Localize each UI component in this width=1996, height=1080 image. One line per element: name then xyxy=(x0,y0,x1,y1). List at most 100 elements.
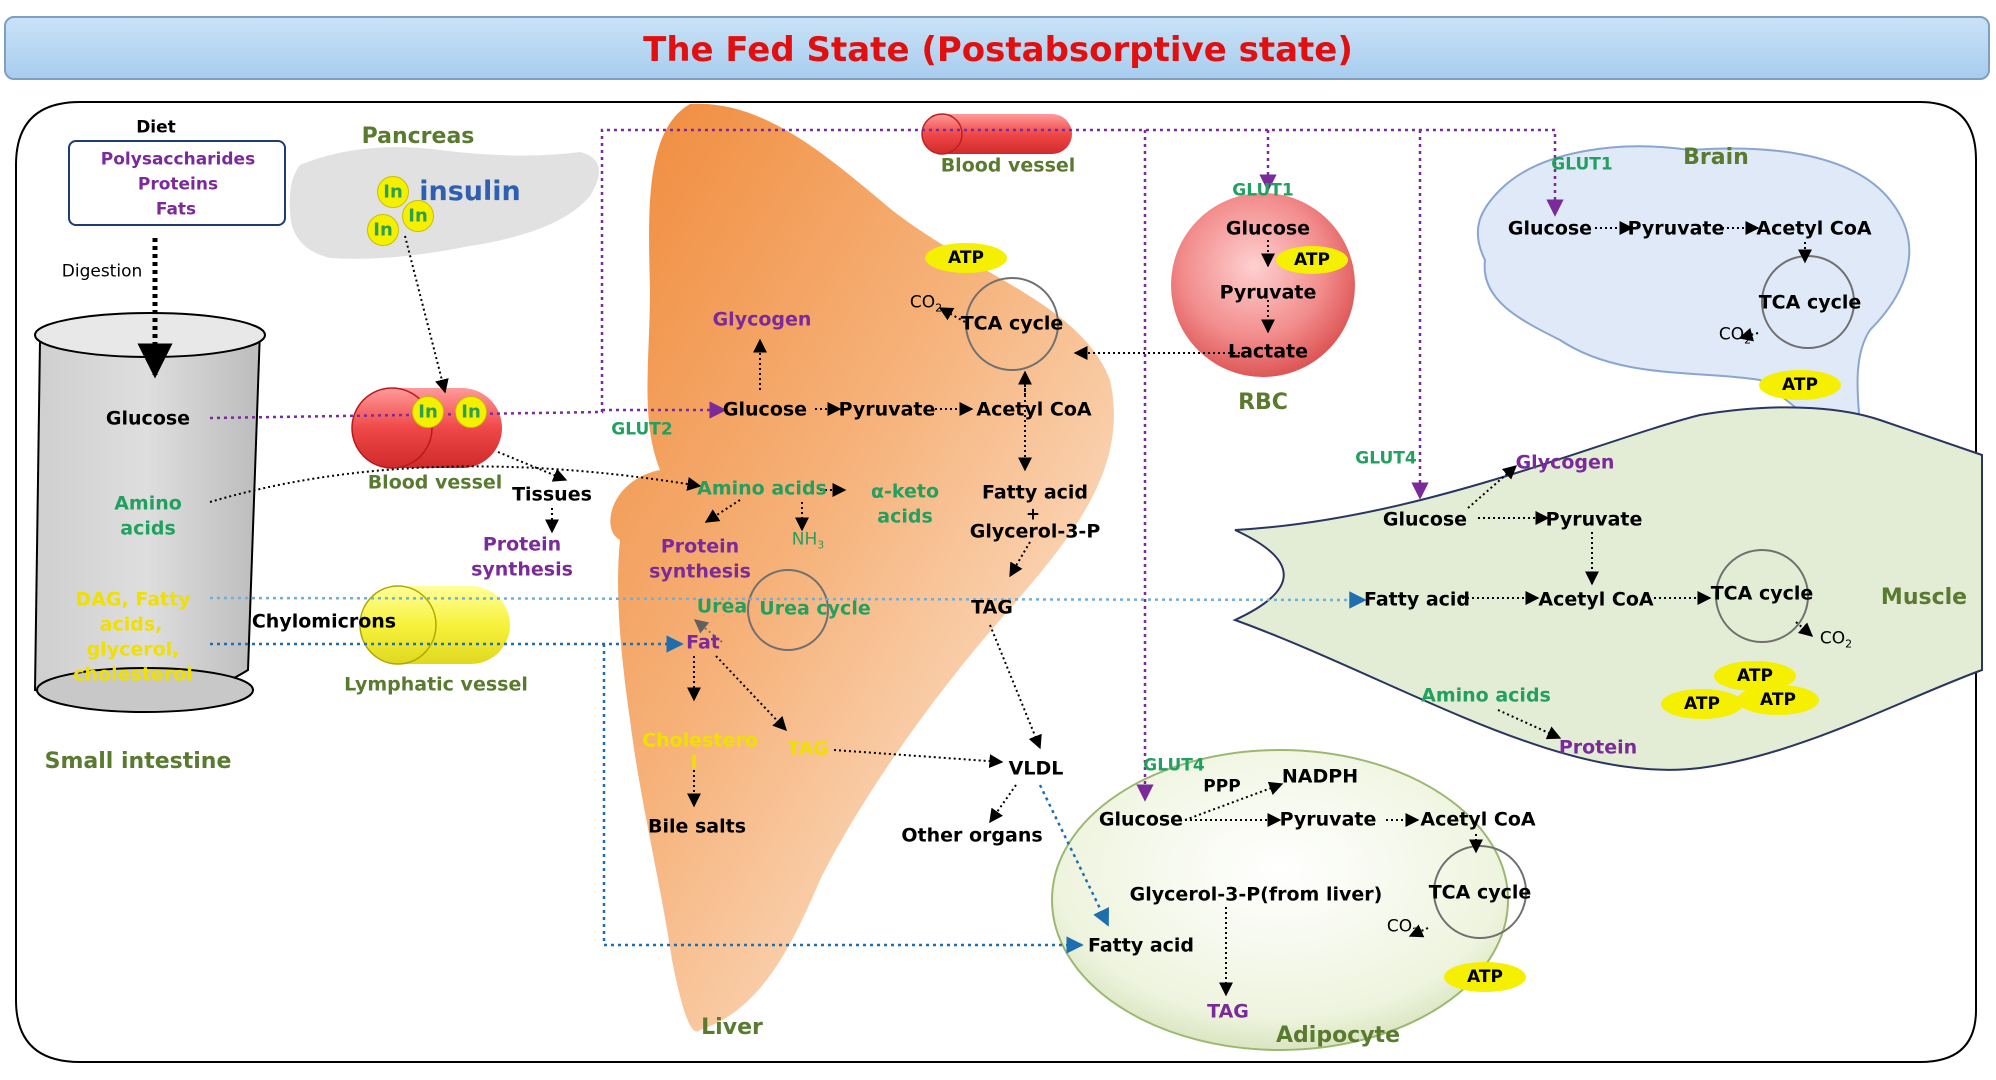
liver-vldl: VLDL xyxy=(1008,757,1064,780)
liver-fatty-acid: Fatty acid xyxy=(981,481,1089,504)
chylomicrons-label: Chylomicrons xyxy=(251,610,397,633)
muscle-tca-cycle: TCA cycle xyxy=(1710,582,1814,605)
lymph-vessel-shape xyxy=(360,586,510,664)
liver-atp-badge: ATP xyxy=(925,243,1007,273)
muscle-atp-badge-2: ATP xyxy=(1661,689,1743,719)
muscle-glut4: GLUT4 xyxy=(1355,448,1417,469)
si-lipids-line4: cholesterol xyxy=(73,663,193,686)
liver-bile-salts: Bile salts xyxy=(647,815,747,838)
lipid-paths xyxy=(209,591,1367,954)
brain-label: Brain xyxy=(1683,144,1749,170)
rbc-label: RBC xyxy=(1238,389,1288,415)
liver-protein-line2: synthesis xyxy=(649,560,751,583)
si-amino-line2: acids xyxy=(120,517,176,540)
insulin-ball-2: In xyxy=(402,200,434,232)
small-intestine-label: Small intestine xyxy=(44,748,232,774)
muscle-glycogen: Glycogen xyxy=(1515,451,1615,474)
liver-protein-line1: Protein xyxy=(660,535,740,558)
tissues-protein-line2: synthesis xyxy=(471,558,573,581)
liver-other-organs: Other organs xyxy=(901,824,1043,847)
liver-nh3: NH3 xyxy=(791,529,825,552)
liver-tca-cycle: TCA cycle xyxy=(960,312,1064,335)
insulin-ball-3: In xyxy=(367,214,399,246)
brain-co2: CO2 xyxy=(1718,324,1752,347)
muscle-acetyl-coa: Acetyl CoA xyxy=(1538,588,1654,611)
si-amino-line1: Amino xyxy=(114,492,182,515)
liver-urea: Urea xyxy=(696,595,748,618)
adipo-nadph: NADPH xyxy=(1281,765,1359,788)
liver-amino-acids: Amino acids xyxy=(697,477,827,500)
rbc-shape xyxy=(1171,193,1355,377)
digestion-label: Digestion xyxy=(61,261,143,282)
liver-tag-yellow: TAG xyxy=(787,737,829,760)
metabolic-arrows xyxy=(137,221,1814,997)
muscle-co2: CO2 xyxy=(1819,628,1853,651)
muscle-shape xyxy=(1232,406,1983,771)
liver-keto-line1: α-keto xyxy=(870,480,940,503)
muscle-fatty-acid: Fatty acid xyxy=(1363,588,1471,611)
liver-pyruvate: Pyruvate xyxy=(838,398,936,421)
liver-tag: TAG xyxy=(971,596,1013,619)
adipo-glut4: GLUT4 xyxy=(1143,755,1205,776)
diet-item-polysaccharides: Polysaccharides xyxy=(100,149,256,170)
tissues-label: Tissues xyxy=(512,483,592,506)
blood-vessel-label: Blood vessel xyxy=(367,471,503,494)
adipo-tag: TAG xyxy=(1207,1000,1249,1023)
si-lipids-line1: DAG, Fatty xyxy=(75,588,191,611)
si-lipids-line3: glycerol, xyxy=(86,638,180,661)
body-frame xyxy=(15,101,1977,1063)
muscle-amino-acids: Amino acids xyxy=(1421,684,1551,707)
si-lipids-line2: acids, xyxy=(99,613,163,636)
liver-keto-line2: acids xyxy=(877,505,933,528)
insulin-ball-4: In xyxy=(412,396,444,428)
liver-plus: + xyxy=(1025,504,1041,525)
liver-urea-cycle: Urea cycle xyxy=(759,597,871,620)
diagram-title: The Fed State (Postabsorptive state) xyxy=(643,30,1353,70)
brain-tca-cycle: TCA cycle xyxy=(1758,291,1862,314)
brain-pyruvate: Pyruvate xyxy=(1627,217,1725,240)
tissues-protein-line1: Protein xyxy=(482,533,562,556)
top-blood-vessel-label: Blood vessel xyxy=(940,154,1076,177)
pancreas-label: Pancreas xyxy=(361,123,475,149)
brain-acetyl-coa: Acetyl CoA xyxy=(1756,217,1872,240)
liver-shape xyxy=(610,103,1114,1032)
adipo-acetyl-coa: Acetyl CoA xyxy=(1420,808,1536,831)
lymph-vessel-label: Lymphatic vessel xyxy=(344,673,528,696)
liver-glycogen: Glycogen xyxy=(712,308,812,331)
adipo-fatty-acid: Fatty acid xyxy=(1087,934,1195,957)
diet-item-proteins: Proteins xyxy=(137,174,219,195)
insulin-ball-5: In xyxy=(455,396,487,428)
liver-cholesterol-line2: l xyxy=(690,751,698,774)
rbc-pyruvate: Pyruvate xyxy=(1219,281,1317,304)
brain-shape xyxy=(1476,145,1911,434)
liver-label: Liver xyxy=(701,1014,763,1040)
liver-glut2: GLUT2 xyxy=(611,419,673,440)
brain-glut1: GLUT1 xyxy=(1551,154,1613,175)
diet-box xyxy=(68,140,286,226)
diet-item-fats: Fats xyxy=(155,199,197,220)
adipo-glycerol3p: Glycerol-3-P(from liver) xyxy=(1129,883,1383,906)
liver-tca-circle xyxy=(965,277,1059,371)
rbc-glucose: Glucose xyxy=(1225,217,1311,240)
adipo-pyruvate: Pyruvate xyxy=(1279,808,1377,831)
urea-cycle-circle xyxy=(747,569,829,651)
muscle-atp-badge-3: ATP xyxy=(1737,685,1819,715)
rbc-atp-badge: ATP xyxy=(1276,246,1348,274)
brain-glucose: Glucose xyxy=(1507,217,1593,240)
insulin-ball-1: In xyxy=(377,176,409,208)
diet-heading: Diet xyxy=(136,117,176,138)
adipo-atp-badge: ATP xyxy=(1444,962,1526,992)
liver-fat: Fat xyxy=(686,631,720,654)
liver-glucose: Glucose xyxy=(722,398,808,421)
rbc-glut1: GLUT1 xyxy=(1232,180,1294,201)
liver-co2: CO2 xyxy=(909,292,943,315)
si-glucose: Glucose xyxy=(105,407,191,430)
muscle-glucose: Glucose xyxy=(1382,508,1468,531)
liver-cholesterol-line1: Cholestero xyxy=(642,729,758,752)
rbc-lactate: Lactate xyxy=(1227,340,1309,363)
liver-glycerol3p: Glycerol-3-P xyxy=(969,520,1101,543)
liver-acetyl-coa: Acetyl CoA xyxy=(976,398,1092,421)
adipo-ppp: PPP xyxy=(1203,776,1241,797)
